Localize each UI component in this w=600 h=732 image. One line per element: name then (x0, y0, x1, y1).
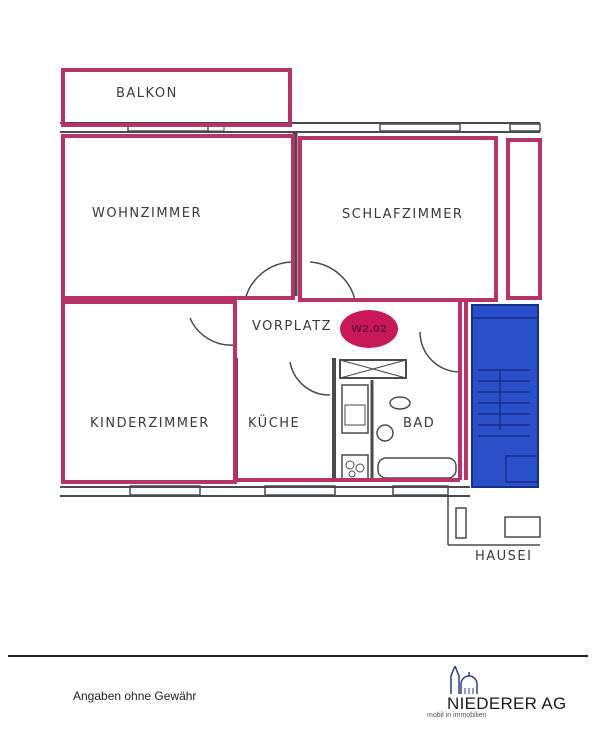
unit-badge: W2.02 (340, 310, 398, 348)
room-label-kinderzimmer: KINDERZIMMER (90, 416, 210, 431)
room-label-wohnzimmer: WOHNZIMMER (92, 206, 203, 221)
room-label-vorplatz: VORPLATZ (252, 319, 333, 334)
room-label-bad: BAD (403, 416, 436, 431)
room-label-kueche: KÜCHE (248, 416, 301, 431)
room-label-schlafzimmer: SCHLAFZIMMER (342, 207, 464, 222)
staircase (471, 304, 539, 488)
room-label-balkon: BALKON (116, 86, 178, 101)
footer-divider (8, 655, 588, 657)
company-logo: NIEDERER AG mobil in immobilien (427, 666, 585, 721)
disclaimer-text: Angaben ohne Gewähr (73, 689, 197, 703)
floor-plan: BALKON WOHNZIMMER SCHLAFZIMMER VORPLATZ … (60, 68, 542, 564)
floor-plan-drawing (60, 68, 542, 546)
room-label-hauseingang: HAUSEI (475, 549, 533, 564)
church-skyline-icon (450, 666, 478, 694)
logo-name: NIEDERER AG (447, 694, 567, 713)
logo-tagline: mobil in immobilien (427, 712, 487, 719)
